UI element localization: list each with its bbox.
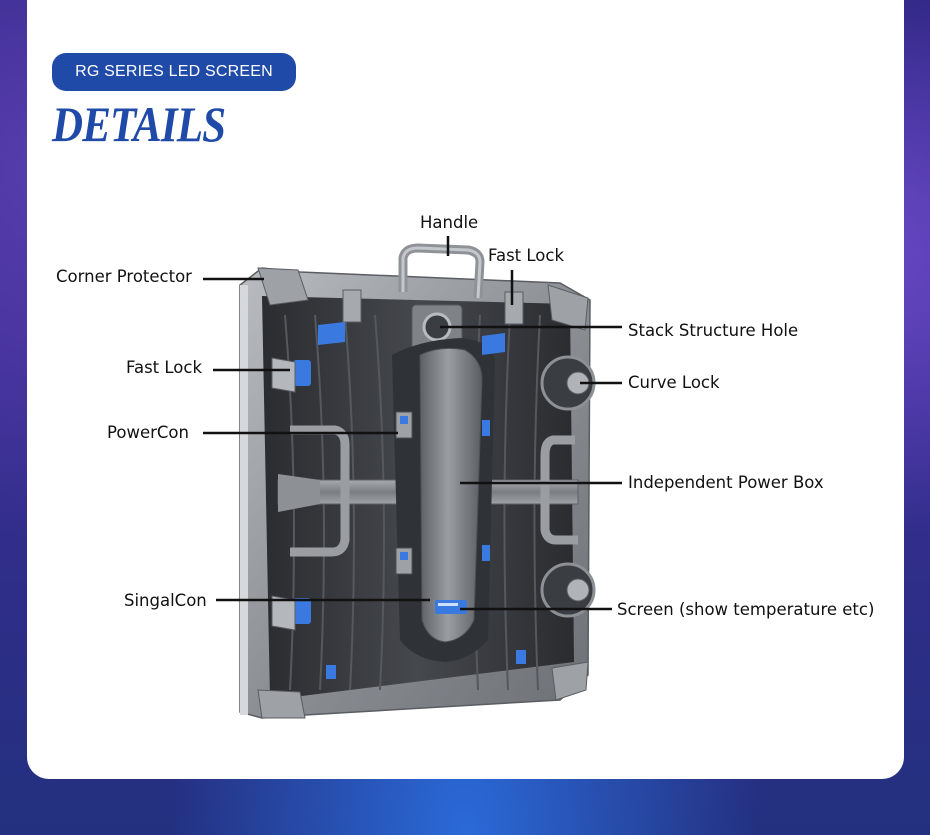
label-fast-lock-top: Fast Lock — [488, 246, 565, 265]
label-powercon: PowerCon — [107, 423, 189, 442]
label-handle: Handle — [420, 213, 479, 232]
curve-lock-parts — [540, 355, 596, 618]
label-curve-lock: Curve Lock — [628, 373, 720, 392]
callout-lines — [203, 236, 622, 611]
series-badge: RG SERIES LED SCREEN — [52, 53, 296, 91]
label-fast-lock-left: Fast Lock — [126, 358, 203, 377]
label-screen: Screen (show temperature etc) — [617, 600, 875, 619]
label-corner-protector: Corner Protector — [56, 267, 192, 286]
label-stack-structure-hole: Stack Structure Hole — [628, 321, 799, 340]
corner-protectors — [257, 267, 589, 719]
handle-part — [398, 243, 485, 299]
power-box-part — [392, 338, 495, 662]
label-singalcon: SingalCon — [124, 591, 207, 610]
label-independent-power-box: Independent Power Box — [628, 473, 824, 492]
connector-parts — [395, 411, 413, 575]
page-title: DETAILS — [52, 96, 226, 152]
fast-lock-parts — [271, 289, 526, 679]
stack-hole-part — [411, 304, 463, 351]
